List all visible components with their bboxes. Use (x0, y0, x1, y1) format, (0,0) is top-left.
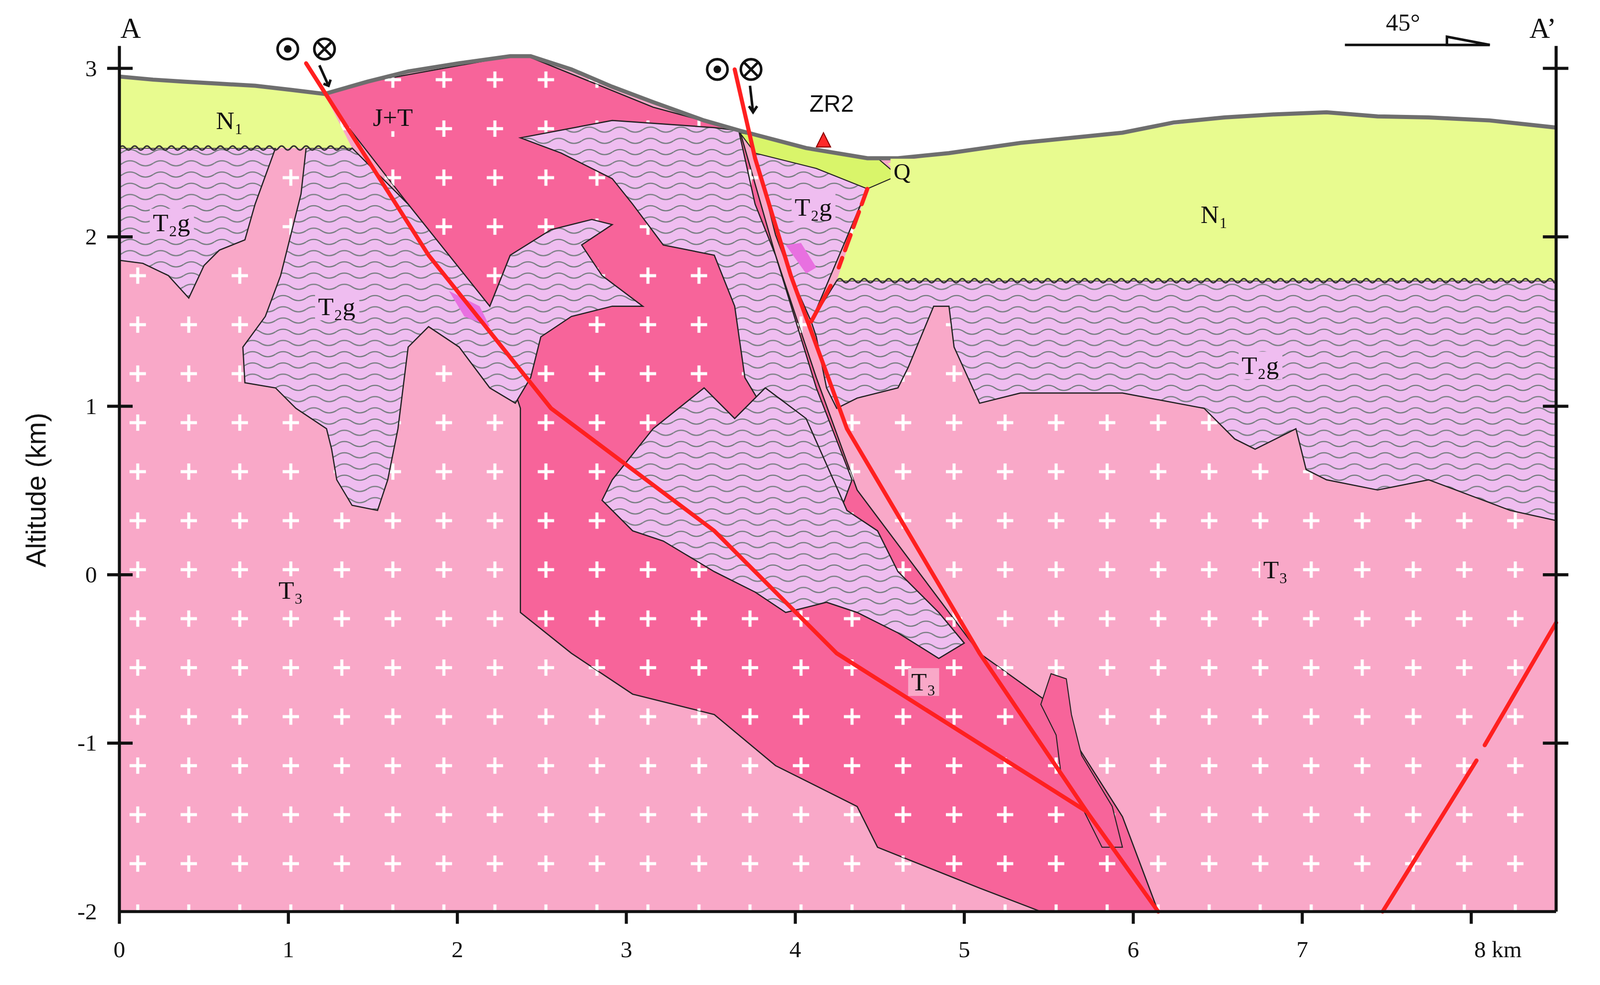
strike-slip-symbol (277, 38, 762, 113)
unit-label: T₃ (275, 576, 306, 604)
tick-label: -1 (74, 730, 100, 756)
section-end: A (117, 13, 145, 44)
unit-label: T₂g (791, 193, 836, 221)
axes (107, 46, 1569, 924)
tick-label: -2 (74, 898, 100, 924)
azimuth: 45° (1383, 9, 1424, 36)
tick-label: 5 (955, 936, 974, 962)
sample-name: ZR2 (806, 91, 857, 117)
unit-label: Q (890, 158, 914, 185)
tick-label: 3 (617, 936, 635, 962)
unit-label: T₃ (908, 667, 939, 696)
tick-label: 0 (82, 561, 100, 588)
tick-label: 1 (82, 393, 100, 419)
tick-label: 4 (786, 936, 805, 962)
section-end: A’ (1526, 13, 1560, 44)
tick-label: 2 (82, 223, 100, 250)
tick-label: 3 (82, 55, 100, 82)
tick-label: 2 (448, 936, 467, 962)
tick-label: 1 (279, 936, 298, 962)
unconformity (119, 145, 352, 150)
sample-marker (816, 132, 831, 147)
unit-label: T₃ (1260, 555, 1291, 584)
tick-label: 0 (110, 936, 129, 962)
unconformity (836, 278, 1557, 283)
tick-label: 7 (1293, 936, 1311, 962)
unit-label: J+T (369, 103, 416, 131)
tick-label: 6 (1124, 936, 1142, 962)
unit-label: T₂g (314, 292, 359, 320)
fault (306, 63, 1557, 912)
unit-label: N₁ (1197, 200, 1231, 228)
direction-arrow (1344, 36, 1490, 46)
tick-label: 8 km (1470, 936, 1525, 962)
unit-label: T₂g (1238, 351, 1282, 379)
unit-label: T₂g (149, 208, 194, 237)
unit-label: N₁ (212, 106, 247, 135)
axis-title: Altitude (km) (21, 409, 52, 571)
